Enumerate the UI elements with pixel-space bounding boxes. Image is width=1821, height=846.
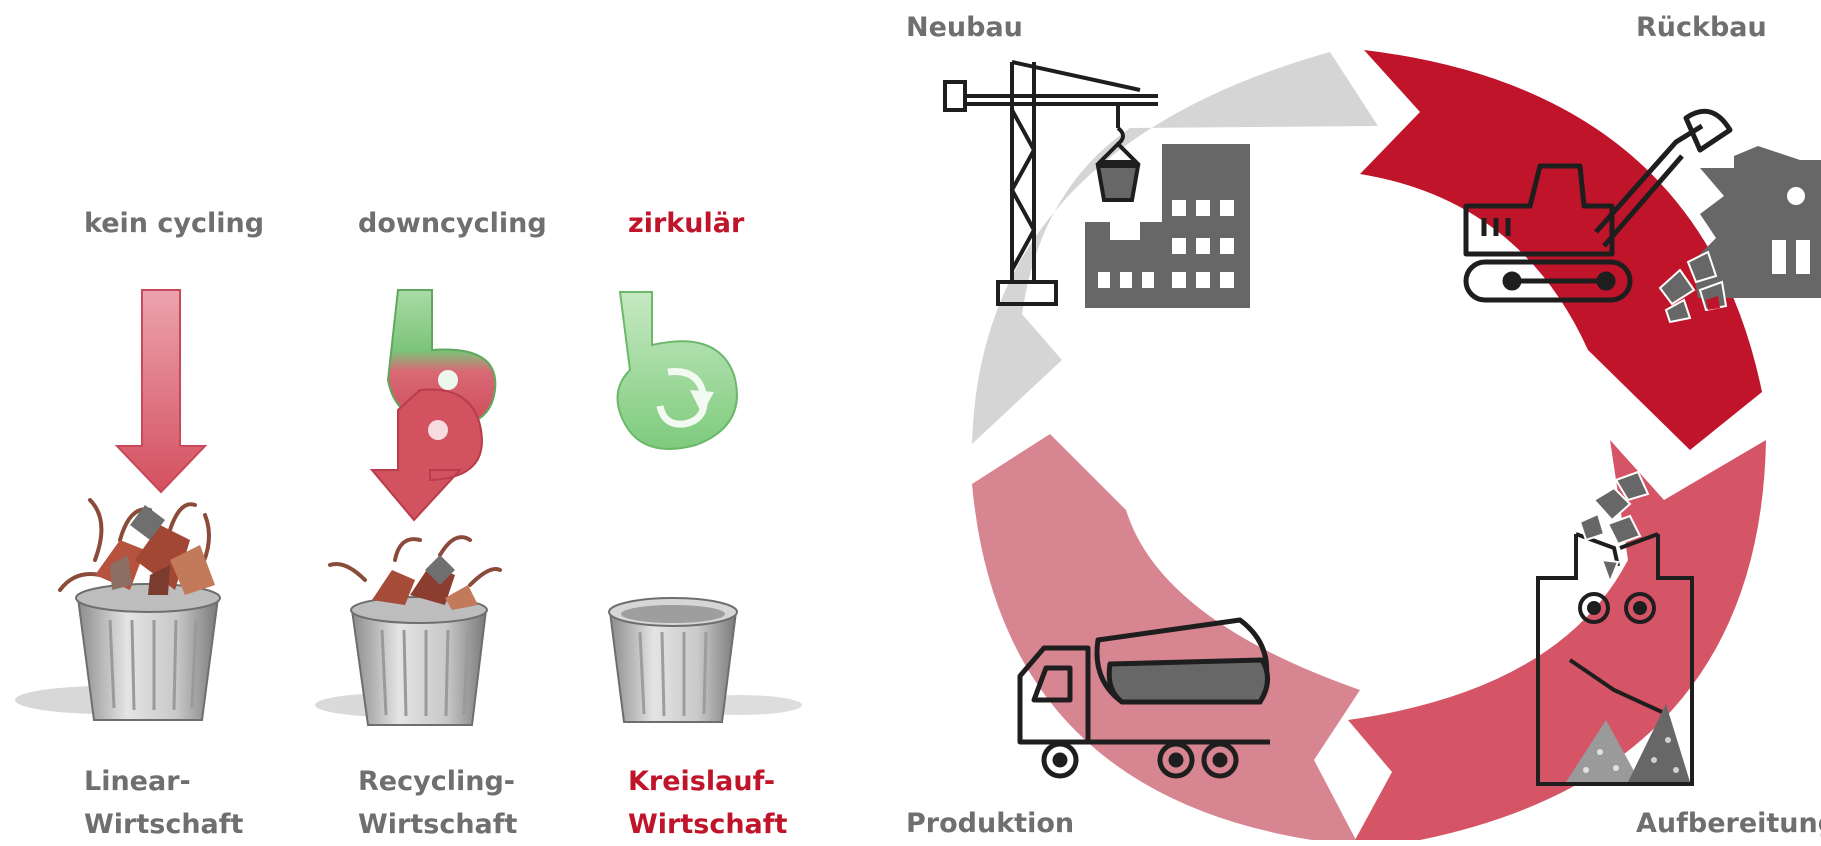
cycle-arrow-rueckbau	[1360, 50, 1762, 450]
title-recycling-line2: Wirtschaft	[358, 809, 518, 840]
stage-label-aufbereitung: Aufbereitung	[1636, 808, 1821, 839]
title-recycling-line1: Recycling-	[358, 766, 515, 797]
crane-building-icon	[943, 60, 1158, 306]
heading-zirkulaer: zirkulär	[628, 208, 745, 239]
stage-label-neubau: Neubau	[906, 12, 1023, 43]
title-linear-line1: Linear-	[84, 766, 191, 797]
circular-arrow-icon	[616, 291, 738, 450]
demolished-building-icon	[1658, 146, 1821, 324]
full-trash-bin-icon	[15, 498, 221, 721]
title-kreislauf-line1: Kreislauf-	[628, 766, 776, 797]
cycle-arrow-aufbereitung	[1348, 440, 1766, 840]
stage-label-produktion: Produktion	[906, 808, 1075, 839]
cycle-arrow-produktion	[972, 434, 1360, 840]
linear-arrow-icon	[114, 289, 208, 494]
title-kreislauf-line2: Wirtschaft	[628, 809, 788, 840]
title-kreislauf: Kreislauf- Wirtschaft	[628, 760, 787, 846]
heading-downcycling: downcycling	[358, 208, 547, 239]
title-recycling: Recycling- Wirtschaft	[358, 760, 517, 846]
title-linear-line2: Wirtschaft	[84, 809, 244, 840]
heading-kein-cycling: kein cycling	[84, 208, 265, 239]
cycle-arrow-neubau	[972, 52, 1378, 444]
concrete-mixer-truck-icon	[1017, 617, 1270, 779]
downcycling-arrow-icon	[369, 289, 497, 522]
aggregate-piles-icon	[1566, 704, 1690, 782]
stage-label-rueckbau: Rückbau	[1636, 12, 1767, 43]
economy-models-illustration	[15, 289, 802, 726]
building-icon	[1085, 144, 1250, 308]
partial-trash-bin-icon	[315, 535, 502, 726]
title-linear: Linear- Wirtschaft	[84, 760, 243, 846]
empty-trash-bin-icon	[608, 597, 802, 723]
crushed-rubble-icon	[1578, 470, 1650, 585]
excavator-icon	[1463, 108, 1733, 303]
